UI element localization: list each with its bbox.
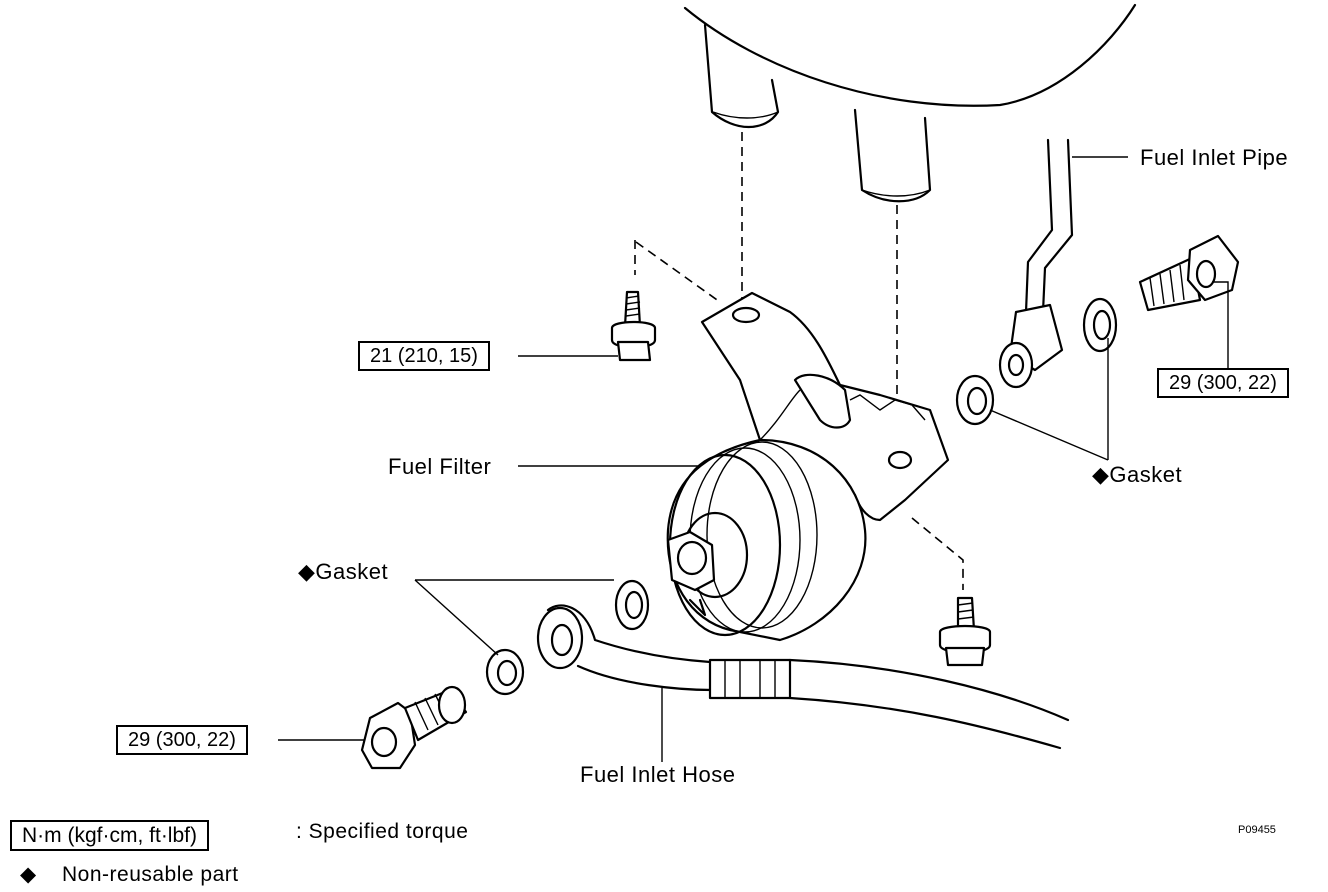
figure-code: P09455 [1238,824,1276,836]
fuel-inlet-pipe [998,138,1074,389]
fuel-inlet-hose [536,604,1070,750]
label-fuel-filter: Fuel Filter [388,454,492,479]
bracket-bolt-upper [610,290,657,362]
label-gasket-left: ◆Gasket [298,559,389,584]
legend-nonreusable-diamond-icon: ◆ [20,863,37,886]
legend-torque-description: : Specified torque [296,820,469,843]
leader-lines [278,156,1229,762]
vehicle-body-outline [683,3,1137,203]
torque-box-bracket-bolt: 21 (210, 15) [358,341,490,371]
nonreusable-diamond-icon: ◆ [298,559,316,584]
label-fuel-inlet-pipe: Fuel Inlet Pipe [1140,145,1289,170]
fuel-filter-canister [666,438,867,642]
union-bolt-left [360,685,468,770]
gasket-right-pair [955,297,1118,426]
legend-torque-units-box: N·m (kgf·cm, ft·lbf) [10,820,209,851]
legend-nonreusable-description: Non-reusable part [62,863,239,886]
gasket-left-pair [485,579,650,696]
nonreusable-diamond-icon: ◆ [1092,462,1110,487]
torque-box-union-bolt-right: 29 (300, 22) [1157,368,1289,398]
bracket-bolt-lower [938,596,992,667]
torque-box-union-bolt-left: 29 (300, 22) [116,725,248,755]
label-gasket-right: ◆Gasket [1092,462,1183,487]
union-bolt-right [1138,234,1240,312]
label-fuel-inlet-hose: Fuel Inlet Hose [580,762,736,787]
